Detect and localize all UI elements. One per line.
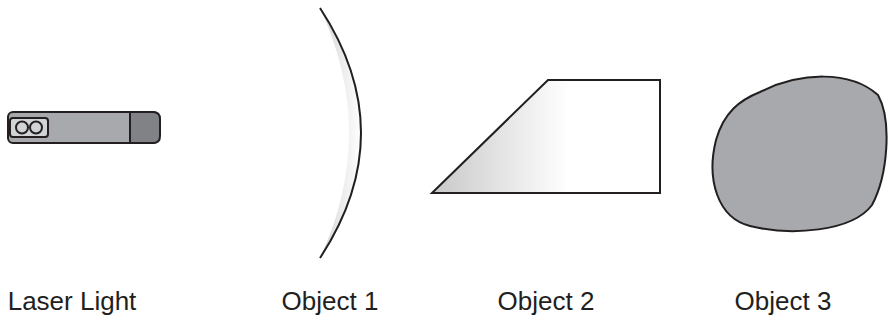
part-label: Object 3 — [735, 286, 832, 317]
curved-lens — [320, 8, 361, 258]
part-label: Laser Light — [8, 286, 137, 317]
part-label: Object 1 — [282, 286, 379, 317]
part-label: Object 2 — [498, 286, 595, 317]
prism — [432, 80, 660, 193]
opaque-blob — [713, 77, 887, 231]
laser-pointer — [8, 112, 160, 143]
